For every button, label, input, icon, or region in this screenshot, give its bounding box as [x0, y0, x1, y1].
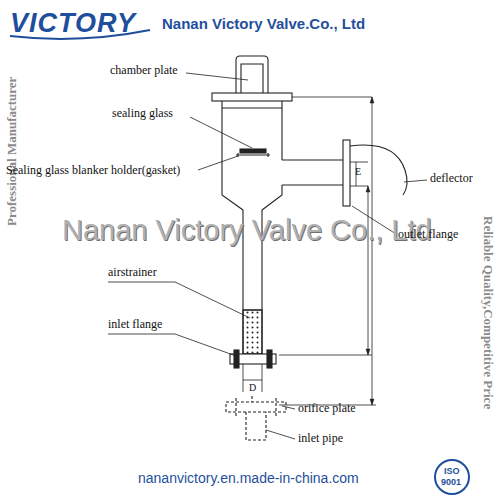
airstrainer [243, 310, 262, 354]
outlet-pipe [282, 160, 343, 185]
bolt [234, 350, 239, 368]
body-ring [222, 107, 282, 108]
part-name: airstrainer [108, 266, 157, 280]
leader [108, 282, 250, 318]
side-slogan: Professional Manufacturer [4, 77, 20, 226]
leader [282, 406, 295, 409]
glass-holder [236, 153, 270, 157]
leader [198, 156, 238, 170]
deflector [350, 145, 407, 195]
leader [108, 334, 236, 356]
company-name: Nanan Victory Valve.Co., Ltd [162, 15, 365, 32]
outlet-flange [343, 140, 350, 206]
part-name: orifice plate [298, 402, 356, 416]
dimension-label: E [355, 166, 361, 178]
part-name: outlet flange [398, 228, 458, 242]
part-name: deflector [430, 172, 473, 186]
handle-inner [241, 64, 263, 93]
dimension-arrows [366, 97, 374, 405]
part-name: sealing glass [112, 107, 173, 121]
logo-text: VICTORY [10, 8, 136, 39]
part-name: Sealing glass blanker holder(gasket) [6, 164, 180, 178]
watermark: Nanan Victory Valve Co., Ltd [62, 214, 432, 247]
leader [404, 180, 427, 182]
leader [186, 73, 248, 80]
part-name: inlet flange [108, 318, 162, 332]
sealing-glass [240, 149, 266, 153]
dimension-label: D [249, 382, 256, 394]
iso-mark: ISO [444, 466, 460, 476]
bolt [267, 350, 272, 368]
chamber-plate [212, 93, 292, 101]
iso-badge [435, 460, 469, 494]
side-slogan: Reliable Quality,Competitive Price [480, 216, 496, 409]
leader [266, 430, 295, 439]
leader [190, 117, 252, 148]
handle [236, 56, 268, 93]
chamber-body [222, 101, 282, 210]
part-name: inlet pipe [298, 432, 343, 446]
iso-mark: 9001 [441, 477, 461, 487]
dimension-lines [279, 97, 376, 405]
airstrainer-outline [243, 310, 262, 354]
part-name: chamber plate [110, 64, 178, 78]
website: nananvictory.en.made-in-china.com [138, 470, 359, 486]
